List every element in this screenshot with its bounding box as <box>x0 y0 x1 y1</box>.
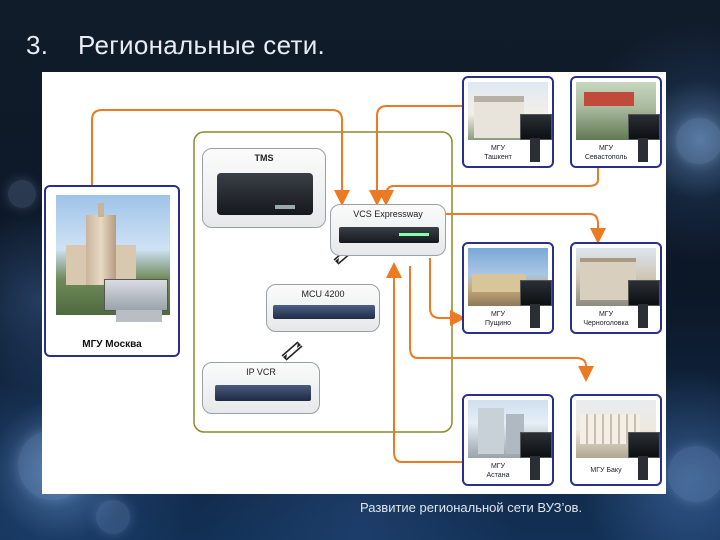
video-terminal-icon <box>628 432 660 458</box>
video-terminal-icon <box>628 280 660 306</box>
site-label-line2: Пущино <box>485 320 511 327</box>
site-label-line1: МГУ Баку <box>590 467 622 474</box>
arrow-vcs-baku <box>409 266 594 382</box>
vcs-appliance-icon <box>339 227 439 243</box>
site-pushchino: МГУ Пущино <box>462 242 554 334</box>
site-label-line1: МГУ <box>490 145 506 152</box>
vcs-label: VCS Expressway <box>353 209 423 219</box>
ipvcr-label: IP VCR <box>246 367 276 377</box>
bokeh-light <box>8 180 36 208</box>
site-label-line1: МГУ <box>490 311 506 318</box>
arrow-moscow-vcs <box>91 109 350 206</box>
tms-box: TMS <box>202 148 326 228</box>
mcu-box: MCU 4200 <box>266 284 380 332</box>
network-diagram: МГУ Москва TMS VCS Expressway MCU 4200 I… <box>42 72 666 494</box>
site-baku: МГУ Баку <box>570 394 662 486</box>
site-label-line1: МГУ <box>598 311 614 318</box>
video-terminal-icon <box>520 280 552 306</box>
bokeh-light <box>668 446 720 502</box>
site-label-line2: Черноголовка <box>583 320 629 327</box>
arrow-vcs-chernogolovka <box>444 213 606 244</box>
arrow-astana-vcs <box>386 262 462 463</box>
mcu-appliance-icon <box>273 305 375 319</box>
main-site-moscow: МГУ Москва <box>44 185 180 357</box>
slide-number: 3. <box>26 30 49 60</box>
telepresence-screen <box>104 279 168 311</box>
video-terminal-icon <box>520 114 552 140</box>
tms-server-icon <box>217 173 313 215</box>
tms-label: TMS <box>254 153 274 163</box>
video-terminal-icon <box>628 114 660 140</box>
site-label-line2: Астана <box>486 472 510 479</box>
site-label-line2: Ташкент <box>484 154 512 161</box>
bokeh-light <box>96 500 130 534</box>
site-sevastopol: МГУ Севастополь <box>570 76 662 168</box>
main-site-label: МГУ Москва <box>82 339 142 350</box>
arrow-sevastopol-vcs <box>378 167 599 206</box>
mcu-label: MCU 4200 <box>301 289 345 299</box>
site-tashkent: МГУ Ташкент <box>462 76 554 168</box>
bokeh-light <box>676 118 720 164</box>
site-label-line2: Севастополь <box>584 154 628 161</box>
ipvcr-appliance-icon <box>215 385 311 401</box>
site-chernogolovka: МГУ Черноголовка <box>570 242 662 334</box>
site-label-line1: МГУ <box>598 145 614 152</box>
slide-title: 3. Региональные сети. <box>26 30 325 61</box>
video-terminal-icon <box>520 432 552 458</box>
core-group-border <box>193 131 453 433</box>
slide-title-text: Региональные сети. <box>78 30 326 60</box>
building-tower-icon <box>86 215 116 285</box>
ipvcr-box: IP VCR <box>202 362 320 414</box>
vcs-box: VCS Expressway <box>330 204 446 256</box>
slide-caption: Развитие региональной сети ВУЗ’ов. <box>360 500 583 515</box>
site-astana: МГУ Астана <box>462 394 554 486</box>
arrow-tashkent-vcs <box>369 105 462 206</box>
arrow-vcs-pushchino <box>429 258 466 326</box>
site-label-line1: МГУ <box>490 463 506 470</box>
link-mcu-ipvcr <box>281 341 303 361</box>
connection-lines <box>91 105 606 463</box>
